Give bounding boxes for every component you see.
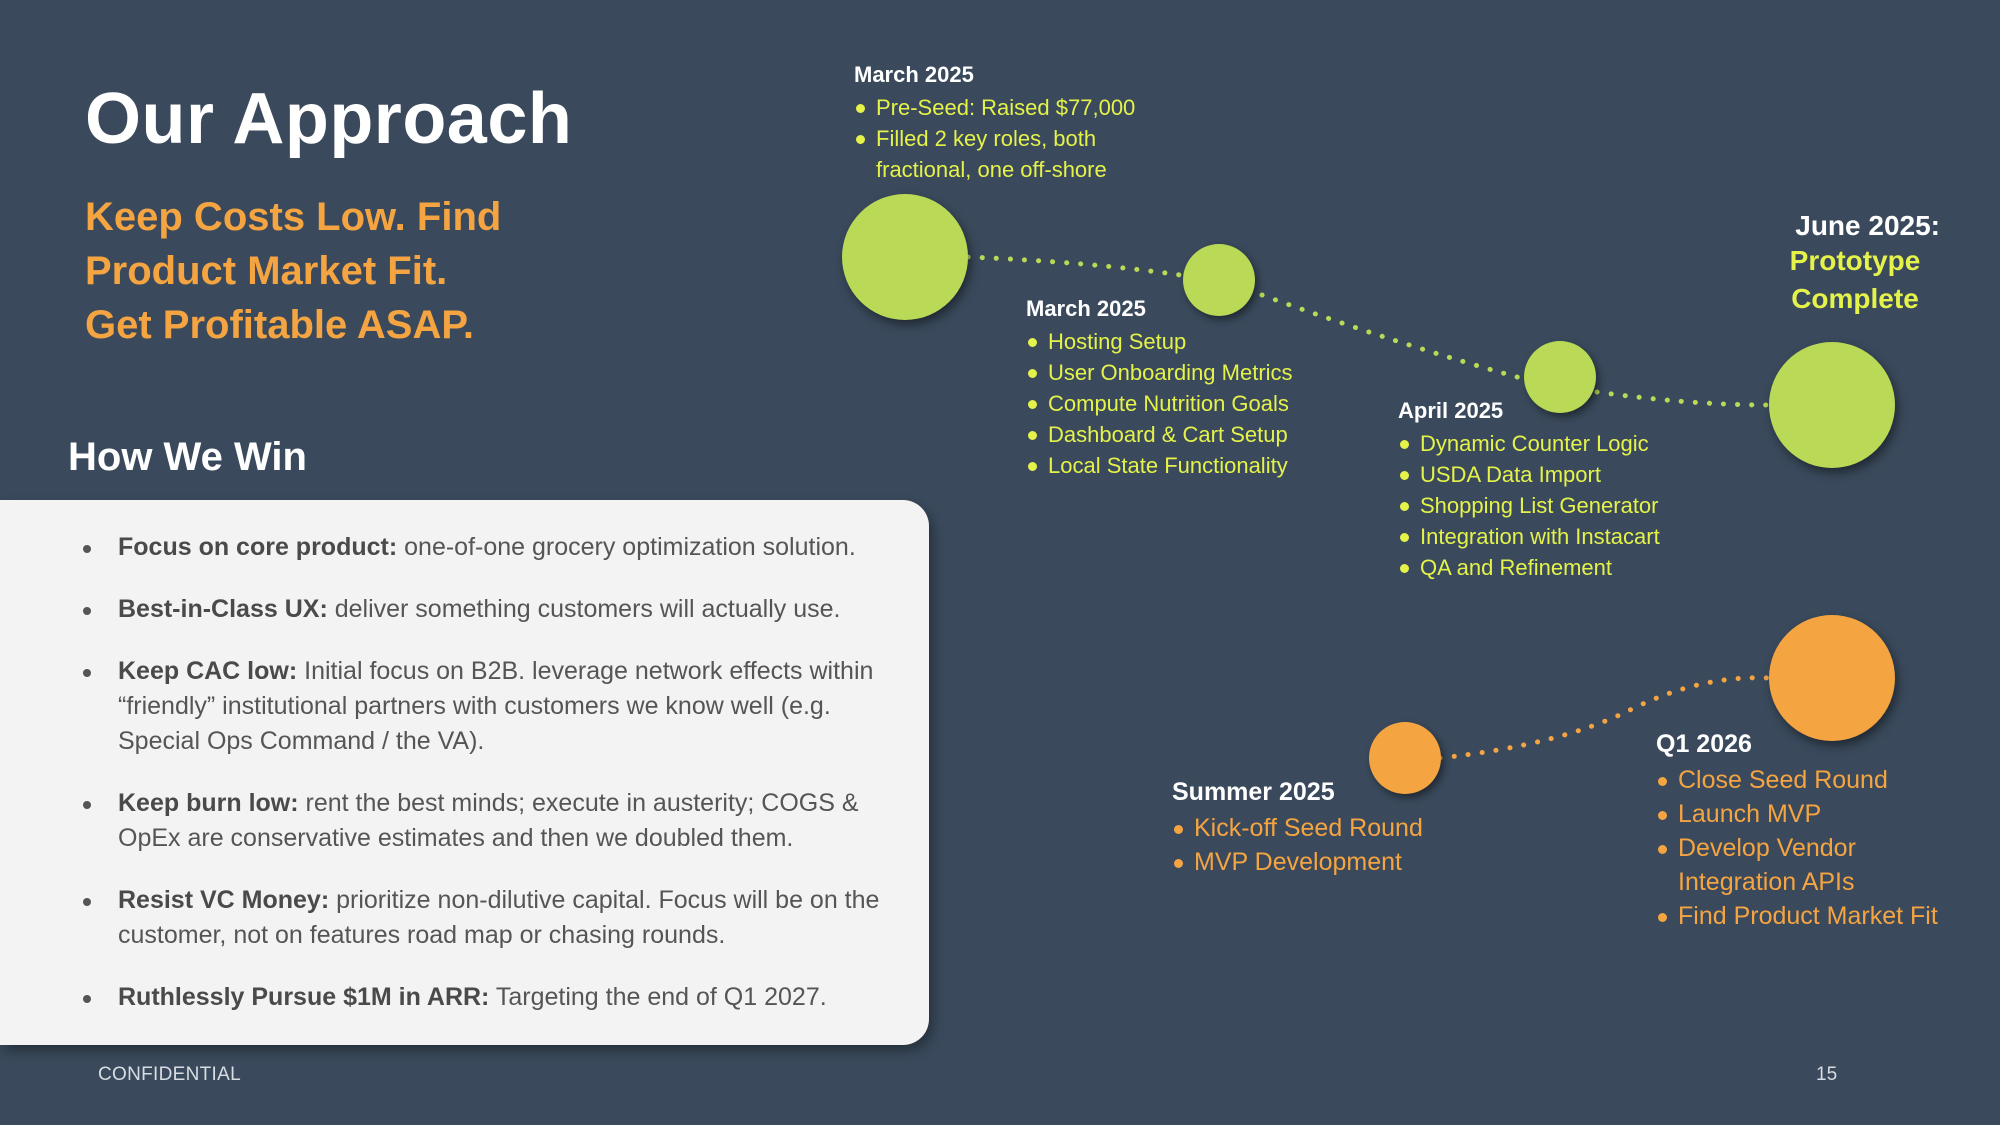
win-item: Resist VC Money: prioritize non-dilutive…: [83, 883, 908, 953]
milestone-items: Close Seed Round Launch MVP Develop Vend…: [1656, 763, 1938, 933]
how-we-win-heading: How We Win: [68, 435, 307, 479]
milestone-node: [1369, 722, 1441, 794]
milestone-item: Pre-Seed: Raised $77,000: [854, 92, 1135, 123]
milestone-item: Launch MVP: [1656, 797, 1938, 831]
milestone-items: Pre-Seed: Raised $77,000 Filled 2 key ro…: [854, 92, 1135, 185]
milestone-node: [1769, 615, 1895, 741]
milestone-item: Kick-off Seed Round: [1172, 811, 1423, 845]
milestone-item: Shopping List Generator: [1398, 490, 1660, 521]
milestone-item: MVP Development: [1172, 845, 1423, 879]
win-item-text: one-of-one grocery optimization solution…: [397, 533, 856, 561]
milestone-item: Close Seed Round: [1656, 763, 1938, 797]
win-item-text: Targeting the end of Q1 2027.: [489, 983, 827, 1011]
milestone-title: March 2025: [1026, 296, 1146, 321]
timeline-connector: [1594, 389, 1773, 408]
milestone-title: April 2025: [1398, 398, 1504, 423]
win-item-text: prioritize non-dilutive capital. Focus w…: [118, 886, 880, 949]
milestone-node: [1524, 341, 1596, 413]
win-item-bold: Keep burn low:: [118, 789, 299, 817]
subtitle-line: Product Market Fit.: [85, 249, 448, 293]
milestone-title: Summer 2025: [1172, 778, 1335, 806]
win-item-bold: Focus on core product:: [118, 533, 398, 561]
subtitle-line: Keep Costs Low. Find: [85, 195, 502, 239]
timeline-connector: [1437, 675, 1771, 761]
win-item-bold: Resist VC Money:: [118, 886, 330, 914]
milestone-node: [1183, 244, 1255, 316]
milestone-value-line: Complete: [1791, 283, 1919, 314]
win-item: Best-in-Class UX: deliver something cust…: [83, 592, 908, 627]
win-item: Keep burn low: rent the best minds; exec…: [83, 786, 908, 856]
win-item-bold: Ruthlessly Pursue $1M in ARR:: [118, 983, 490, 1011]
milestone-item: Dynamic Counter Logic: [1398, 428, 1660, 459]
milestone-value: Prototype Complete: [1740, 242, 1940, 318]
milestone-items: Hosting Setup User Onboarding Metrics Co…: [1026, 326, 1293, 481]
confidential-label: CONFIDENTIAL: [98, 1064, 241, 1085]
milestone-item: Filled 2 key roles, both: [854, 123, 1135, 154]
milestone-item: Find Product Market Fit: [1656, 899, 1938, 933]
milestone-item: Develop Vendor: [1656, 831, 1938, 865]
milestone-value-line: Prototype: [1789, 245, 1921, 276]
milestone-item: Integration APIs: [1678, 868, 1855, 896]
milestone-summer-2025: Summer 2025 Kick-off Seed Round MVP Deve…: [1172, 778, 1423, 879]
milestone-item: QA and Refinement: [1398, 552, 1660, 583]
slide-subtitle: Keep Costs Low. Find Product Market Fit.…: [85, 190, 501, 352]
milestone-march-2025-build: March 2025 Hosting Setup User Onboarding…: [1026, 296, 1293, 481]
timeline-connector: [965, 254, 1183, 278]
how-we-win-list: Focus on core product: one-of-one grocer…: [83, 530, 908, 1042]
win-item-bold: Best-in-Class UX:: [118, 595, 328, 623]
how-we-win-card: Focus on core product: one-of-one grocer…: [0, 500, 929, 1045]
win-item-text: rent the best minds; execute in austerit…: [118, 789, 859, 852]
subtitle-line: Get Profitable ASAP.: [85, 303, 474, 347]
win-item-bold: Keep CAC low:: [118, 657, 298, 685]
milestone-q1-2026: Q1 2026 Close Seed Round Launch MVP Deve…: [1656, 730, 1938, 933]
win-item: Ruthlessly Pursue $1M in ARR: Targeting …: [83, 980, 908, 1015]
milestone-items: Kick-off Seed Round MVP Development: [1172, 811, 1423, 879]
milestone-item: fractional, one off-shore: [876, 157, 1107, 182]
milestone-items: Dynamic Counter Logic USDA Data Import S…: [1398, 428, 1660, 583]
win-item-text: deliver something customers will actuall…: [327, 595, 841, 623]
win-item: Keep CAC low: Initial focus on B2B. leve…: [83, 654, 908, 759]
milestone-march-2025-funding: March 2025 Pre-Seed: Raised $77,000 Fill…: [854, 62, 1135, 185]
milestone-april-2025: April 2025 Dynamic Counter Logic USDA Da…: [1398, 398, 1660, 583]
milestone-title: June 2025:: [1795, 210, 1940, 241]
milestone-june-2025: June 2025: Prototype Complete: [1740, 210, 1940, 318]
milestone-node: [1769, 342, 1895, 468]
milestone-item: Dashboard & Cart Setup: [1026, 419, 1293, 450]
win-item: Focus on core product: one-of-one grocer…: [83, 530, 908, 565]
milestone-item: Compute Nutrition Goals: [1026, 388, 1293, 419]
milestone-node: [842, 194, 968, 320]
slide-title: Our Approach: [85, 79, 573, 159]
milestone-item: Local State Functionality: [1026, 450, 1293, 481]
milestone-item: Hosting Setup: [1026, 326, 1293, 357]
milestone-item: Integration with Instacart: [1398, 521, 1660, 552]
timeline-connector: [1259, 292, 1531, 383]
win-item-text: Initial focus on B2B. leverage network e…: [118, 657, 874, 755]
page-number: 15: [1816, 1064, 1838, 1085]
milestone-item: User Onboarding Metrics: [1026, 357, 1293, 388]
milestone-item: USDA Data Import: [1398, 459, 1660, 490]
milestone-title: Q1 2026: [1656, 730, 1752, 758]
milestone-title: March 2025: [854, 62, 974, 87]
